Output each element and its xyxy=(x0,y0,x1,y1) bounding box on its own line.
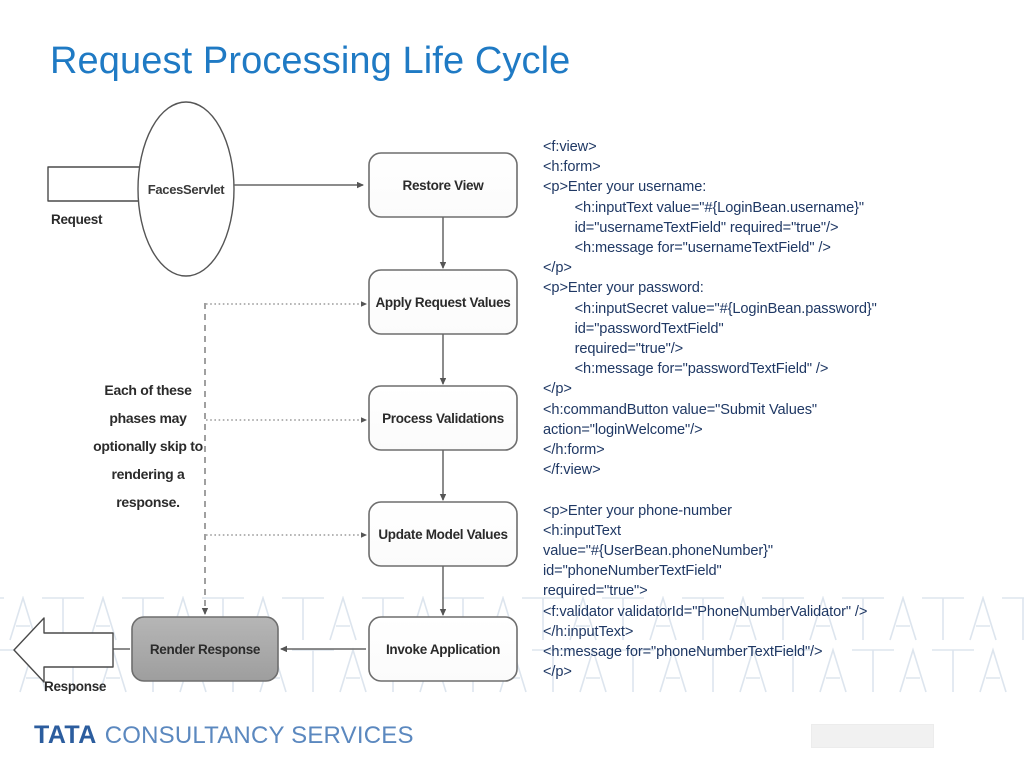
code-line: </p> xyxy=(543,260,572,277)
code-line-spacer xyxy=(543,480,1013,500)
code-line: id="passwordTextField" xyxy=(543,320,724,337)
skip-note-line: optionally skip to xyxy=(93,438,203,454)
code-line: </h:form> xyxy=(543,442,605,459)
page-title: Request Processing Life Cycle xyxy=(50,40,571,82)
lifecycle-diagram: Request FacesServlet Restore View Apply … xyxy=(0,0,540,710)
code-line: </p> xyxy=(543,664,572,681)
logo-consultancy-services-text: CONSULTANCY SERVICES xyxy=(104,722,414,749)
code-line: <h:inputText xyxy=(543,522,621,539)
phase-label: Apply Request Values xyxy=(375,295,510,310)
code-line: <h:inputSecret value="#{LoginBean.passwo… xyxy=(543,300,877,317)
code-line: </f:view> xyxy=(543,462,601,479)
code-line: <p>Enter your password: xyxy=(543,280,704,297)
response-arrow-label: Response xyxy=(44,679,107,694)
code-line: </h:inputText> xyxy=(543,623,634,640)
phase-box-update-model-values[interactable]: Update Model Values xyxy=(368,501,518,567)
code-line: <h:commandButton value="Submit Values" xyxy=(543,401,818,418)
code-line: value="#{UserBean.phoneNumber}" xyxy=(543,543,773,560)
phase-box-apply-request-values[interactable]: Apply Request Values xyxy=(368,269,518,335)
code-line: <f:validator validatorId="PhoneNumberVal… xyxy=(543,603,868,620)
phase-box-invoke-application[interactable]: Invoke Application xyxy=(368,616,518,682)
phase-label: Update Model Values xyxy=(378,527,507,542)
response-arrow xyxy=(13,617,114,683)
code-line: <h:form> xyxy=(543,159,601,176)
footer-placeholder-box xyxy=(811,724,934,748)
logo-tata-text: TATA xyxy=(34,721,97,749)
skip-note: Each of these phases may optionally skip… xyxy=(93,382,203,510)
code-line: id="phoneNumberTextField" xyxy=(543,563,722,580)
tcs-logo: TATA CONSULTANCY SERVICES xyxy=(34,721,414,750)
skip-note-line: Each of these xyxy=(104,382,192,398)
skip-note-line: response. xyxy=(116,494,179,510)
skip-note-line: rendering a xyxy=(112,466,185,482)
phase-box-process-validations[interactable]: Process Validations xyxy=(368,385,518,451)
skip-note-line: phases may xyxy=(109,410,187,426)
request-arrow-label: Request xyxy=(51,212,103,227)
code-line: <p>Enter your username: xyxy=(543,179,707,196)
phase-label: Render Response xyxy=(150,642,261,657)
phase-label: Restore View xyxy=(403,178,485,193)
phase-label: Invoke Application xyxy=(386,642,500,657)
code-line: <h:message for="passwordTextField" /> xyxy=(543,361,829,378)
code-line: <h:message for="phoneNumberTextField"/> xyxy=(543,644,823,661)
faces-servlet-label: FacesServlet xyxy=(148,182,226,197)
code-line: <f:view> xyxy=(543,139,597,155)
phase-box-render-response[interactable]: Render Response xyxy=(131,616,279,682)
code-line: required="true"> xyxy=(543,583,648,600)
code-line: action="loginWelcome"/> xyxy=(543,421,703,438)
code-line: </p> xyxy=(543,381,572,398)
code-line: id="usernameTextField" required="true"/> xyxy=(543,219,839,236)
code-line: <p>Enter your phone-number xyxy=(543,502,732,519)
faces-servlet-ellipse xyxy=(137,101,235,277)
jsf-code-block: <f:view> <h:form> <p>Enter your username… xyxy=(543,137,1013,682)
phase-box-restore-view[interactable]: Restore View xyxy=(368,152,518,218)
code-line: required="true"/> xyxy=(543,341,684,358)
code-line: <h:message for="usernameTextField" /> xyxy=(543,240,831,257)
code-line: <h:inputText value="#{LoginBean.username… xyxy=(543,199,864,216)
phase-label: Process Validations xyxy=(382,411,504,426)
